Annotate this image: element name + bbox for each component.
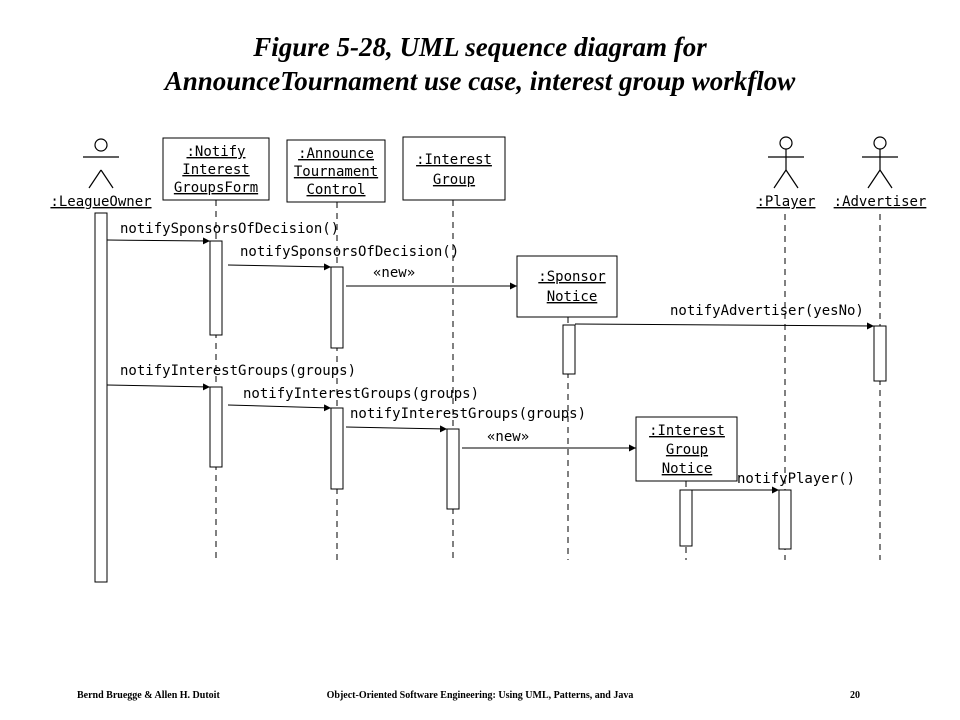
- footer-book-title: Object-Oriented Software Engineering: Us…: [326, 690, 634, 701]
- league-owner-label: :LeagueOwner: [50, 194, 151, 210]
- interest-group-notice-activation: [679, 489, 693, 547]
- notify-form-label-2: Interest: [182, 162, 249, 178]
- interest-group-notice-object: :Interest Group Notice: [635, 416, 738, 482]
- announce-control-activation-2: [330, 407, 344, 490]
- league-owner-activation: [94, 212, 108, 583]
- announce-control-label-2: Tournament: [294, 164, 378, 180]
- message-1-label: notifySponsorsOfDecision(): [120, 221, 339, 237]
- announce-control-activation-1: [330, 266, 344, 349]
- message-4-arrow: [574, 322, 875, 330]
- diagram-title-line-2: AnnounceTournament use case, interest gr…: [164, 66, 796, 96]
- player-label: :Player: [756, 194, 815, 210]
- notify-form-activation-1: [209, 240, 223, 336]
- advertiser-actor: :Advertiser: [834, 136, 927, 210]
- footer-authors: Bernd Bruegge & Allen H. Dutoit: [77, 690, 220, 701]
- notify-interest-groups-form-object: :Notify Interest GroupsForm: [162, 137, 270, 201]
- message-2-label: notifySponsorsOfDecision(): [240, 244, 459, 260]
- message-8-label: «new»: [487, 429, 529, 445]
- interest-group-activation: [446, 428, 460, 510]
- announce-control-label-1: :Announce: [298, 146, 374, 162]
- player-activation: [778, 489, 792, 550]
- message-3-label: «new»: [373, 265, 415, 281]
- player-actor-icon: [768, 136, 804, 189]
- notify-form-label-3: GroupsForm: [174, 180, 258, 196]
- player-actor: :Player: [756, 136, 816, 210]
- message-6-arrow: [227, 404, 332, 412]
- notify-form-activation-2: [209, 386, 223, 468]
- advertiser-activation: [873, 325, 887, 382]
- interest-group-notice-label-3: Notice: [662, 461, 713, 477]
- interest-group-label-1: :Interest: [416, 152, 492, 168]
- announce-tournament-control-object: :Announce Tournament Control: [286, 139, 386, 203]
- announce-control-label-3: Control: [306, 182, 365, 198]
- league-owner-actor: :LeagueOwner: [50, 138, 152, 210]
- message-7-label: notifyInterestGroups(groups): [350, 406, 586, 422]
- diagram-title-line-1: Figure 5-28, UML sequence diagram for: [253, 32, 707, 62]
- sponsor-notice-label-2: Notice: [547, 289, 598, 305]
- notify-form-label-1: :Notify: [186, 144, 245, 160]
- sponsor-notice-activation: [562, 324, 576, 375]
- message-4-label: notifyAdvertiser(yesNo): [670, 303, 864, 319]
- interest-group-notice-label-2: Group: [666, 442, 708, 458]
- message-6-label: notifyInterestGroups(groups): [243, 386, 479, 402]
- interest-group-label-2: Group: [433, 172, 475, 188]
- footer-page-number: 20: [850, 690, 860, 701]
- interest-group-notice-label-1: :Interest: [649, 423, 725, 439]
- message-5-label: notifyInterestGroups(groups): [120, 363, 356, 379]
- advertiser-label: :Advertiser: [834, 194, 927, 210]
- message-7-arrow: [345, 425, 448, 433]
- advertiser-actor-icon: [862, 136, 898, 189]
- message-1-arrow: [106, 237, 211, 245]
- message-5-arrow: [106, 383, 211, 391]
- message-9-label: notifyPlayer(): [737, 471, 855, 487]
- interest-group-object: :Interest Group: [402, 136, 506, 201]
- sponsor-notice-object: :Sponsor Notice: [516, 255, 618, 318]
- sponsor-notice-label-1: :Sponsor: [538, 269, 605, 285]
- message-2-arrow: [227, 263, 332, 271]
- league-owner-actor-icon: [83, 138, 119, 189]
